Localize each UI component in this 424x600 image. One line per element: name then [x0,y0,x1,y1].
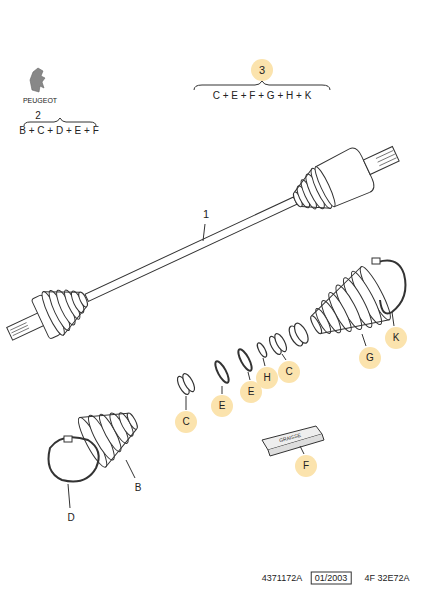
part-letter: E [211,395,233,417]
part-letter: B [135,483,142,493]
part-letter: C [278,361,300,383]
leader-line [222,386,223,394]
part-letter: D [67,513,74,523]
callout-number: 1 [203,209,209,220]
boot-b [74,395,148,470]
group-contents: B + C + D + E + F [19,126,98,136]
group-brace [24,118,96,126]
clamp-k [372,258,406,326]
driveshaft [0,132,406,356]
leader-line [362,334,366,346]
group-number: 2 [35,111,41,121]
part-letter: H [256,367,278,389]
leader-line [126,460,135,478]
leader-line [248,372,250,380]
drawing-number: 4371172A [262,574,302,583]
drawing-code: 4F 32E72A [364,574,409,583]
part-letter: F [295,455,317,477]
leader-line [203,224,205,241]
boot-g [299,264,394,353]
leader-line [186,396,187,410]
leader-line [263,358,265,366]
clamp-d [49,436,99,508]
grease-sachet-f [262,426,324,456]
brand-logo [30,68,45,92]
group-number: 3 [251,59,273,81]
part-letter: C [175,411,197,433]
part-letter: G [359,347,381,369]
group-brace [194,81,330,90]
brand-name: PEUGEOT [23,97,57,104]
leader-line [282,354,286,360]
drawing-date: 01/2003 [311,572,352,585]
part-letter: K [385,327,407,349]
group-contents: C + E + F + G + H + K [213,91,312,101]
